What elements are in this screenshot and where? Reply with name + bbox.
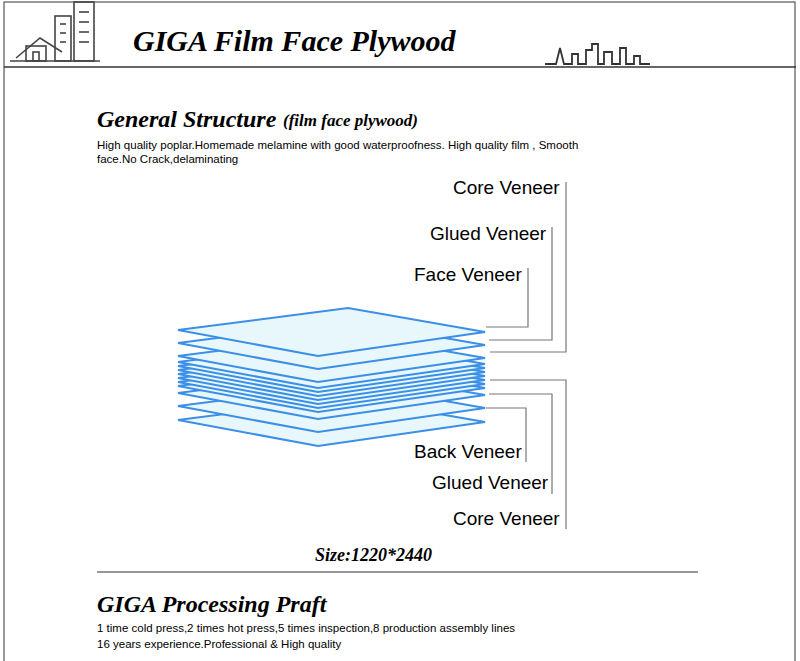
size-rule [97,571,698,572]
section-heading: GIGA Processing Praft [97,591,326,619]
layer-label: Face Veneer [414,264,522,286]
plywood-layers [178,308,485,446]
layer-label: Glued Veneer [430,223,546,245]
header-rule [4,66,796,68]
veneer-sheet [178,308,485,356]
section-heading: General Structure [97,106,276,134]
size-text: Size:1220*2440 [315,545,432,566]
layer-label: Back Veneer [414,441,522,463]
process-text: 16 years experience.Professional & High … [97,637,341,651]
building-icon [10,2,100,61]
skyline-icon [545,44,650,64]
layer-label: Core Veneer [453,177,560,199]
page-frame [4,2,795,661]
page-title: GIGA Film Face Plywood [133,24,456,58]
process-text: 1 time cold press,2 times hot press,5 ti… [97,621,515,635]
description-text: High quality poplar.Homemade melamine wi… [97,138,597,166]
layer-label: Core Veneer [453,508,560,530]
layer-label: Glued Veneer [432,472,548,494]
section-subheading: (film face plywood) [283,111,418,131]
